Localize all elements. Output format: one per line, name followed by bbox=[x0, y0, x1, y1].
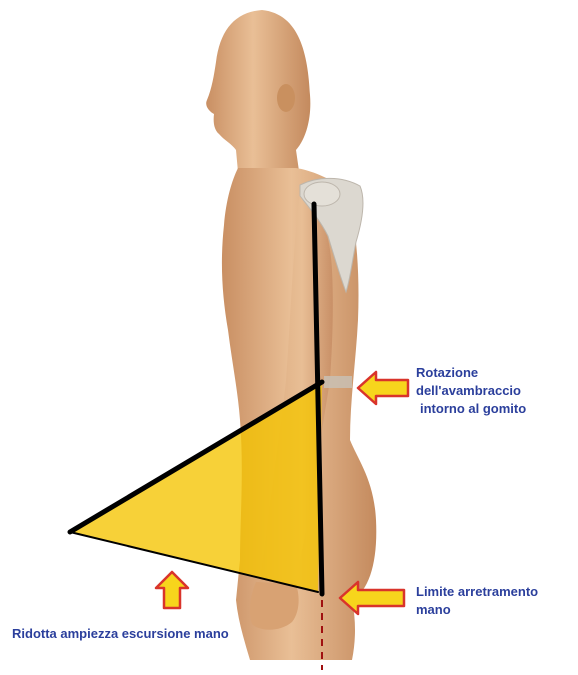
limit-label-line1: Limite arretramento bbox=[416, 583, 538, 601]
head bbox=[206, 10, 310, 178]
elbow-band bbox=[324, 376, 352, 388]
left-arrow-icon bbox=[358, 372, 408, 404]
humeral-head bbox=[304, 182, 340, 206]
excursion-triangle bbox=[70, 382, 322, 592]
limit-label-line2: mano bbox=[416, 601, 538, 619]
ear bbox=[277, 84, 295, 112]
hand-excursion-label: Ridotta ampiezza escursione mano bbox=[12, 625, 229, 643]
up-arrow-icon bbox=[156, 572, 188, 608]
rotation-label-line2: dell'avambraccio bbox=[416, 382, 526, 400]
forearm-rotation-label: Rotazione dell'avambraccio intorno al go… bbox=[416, 364, 526, 418]
rotation-label-line1: Rotazione bbox=[416, 364, 526, 382]
hand-limit-label: Limite arretramento mano bbox=[416, 583, 538, 619]
rotation-label-line3: intorno al gomito bbox=[416, 400, 526, 418]
